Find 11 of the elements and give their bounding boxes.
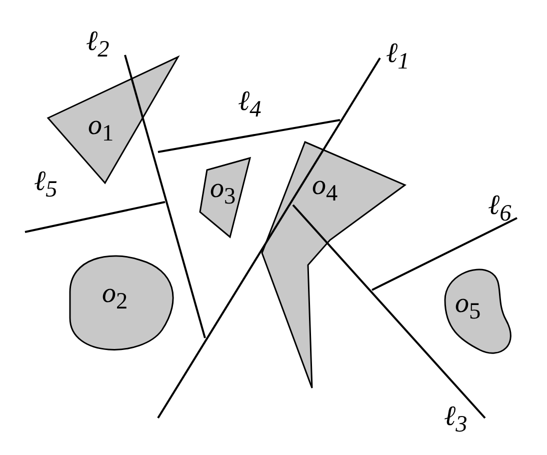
- line-label: ℓ$_{1}$: [386, 40, 410, 76]
- obstacle-label: o$_{3}$: [210, 175, 236, 211]
- line-label: ℓ$_{6}$: [488, 192, 512, 228]
- line-label: ℓ$_{4}$: [238, 88, 262, 124]
- obstacle-label: o$_{1}$: [88, 112, 114, 148]
- line-label: ℓ$_{2}$: [86, 28, 110, 64]
- obstacle-label: o$_{4}$: [312, 172, 338, 208]
- line-label: ℓ$_{5}$: [34, 168, 58, 204]
- obstacle-label: o$_{5}$: [455, 290, 481, 326]
- line-label: ℓ$_{3}$: [444, 403, 468, 439]
- obstacle-label: o$_{2}$: [102, 280, 128, 316]
